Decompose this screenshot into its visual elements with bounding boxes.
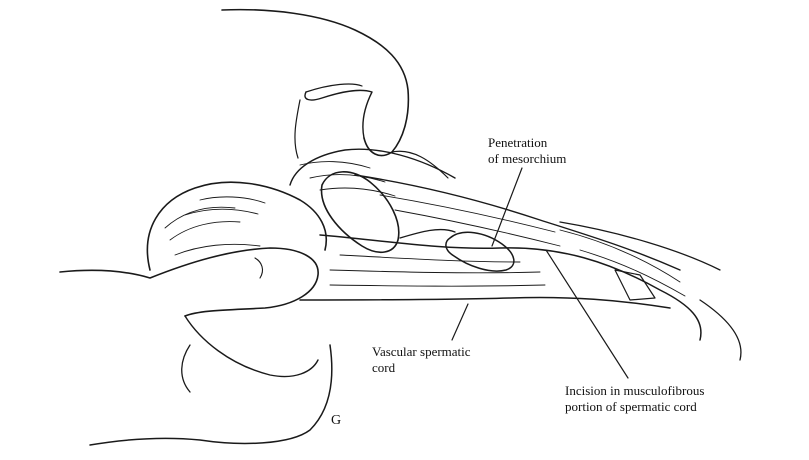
retractor-fingers-drawing bbox=[320, 171, 515, 272]
lower-hand-drawing bbox=[59, 247, 333, 446]
label-vascular-line2: cord bbox=[372, 360, 396, 375]
panel-letter: G bbox=[331, 413, 342, 428]
leader-line-incision bbox=[545, 249, 629, 379]
label-penetration-of-mesorchium: Penetration of mesorchium bbox=[488, 135, 566, 167]
label-incision-line2: portion of spermatic cord bbox=[565, 399, 697, 414]
label-vascular-line1: Vascular spermatic bbox=[372, 344, 471, 359]
spermatic-cord-drawing bbox=[299, 174, 742, 361]
leader-lines bbox=[451, 167, 629, 379]
label-penetration-line2: of mesorchium bbox=[488, 151, 567, 166]
label-incision-line1: Incision in musculofibrous bbox=[565, 383, 705, 398]
upper-hand-drawing bbox=[221, 8, 449, 179]
label-penetration-line1: Penetration bbox=[488, 135, 548, 150]
label-vascular-spermatic-cord: Vascular spermatic cord bbox=[372, 344, 471, 376]
leader-line-vascular bbox=[451, 303, 469, 341]
leader-line-penetration bbox=[491, 167, 523, 247]
label-incision-musculofibrous: Incision in musculofibrous portion of sp… bbox=[565, 383, 704, 415]
testis-drawing bbox=[146, 148, 456, 271]
